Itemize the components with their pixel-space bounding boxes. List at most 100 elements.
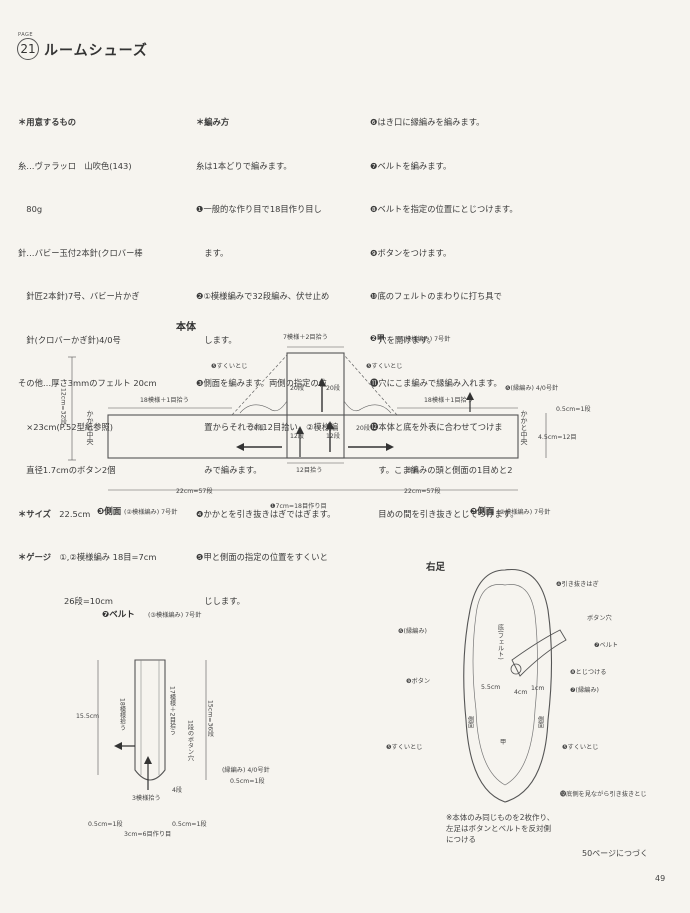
side-panel-outline xyxy=(107,414,519,459)
belt-title: ❼ベルト xyxy=(102,610,135,620)
belt-buttonhole-label: 1段のボタン穴 xyxy=(187,720,194,762)
size-row: ＊サイズ 22.5cm xyxy=(18,507,157,522)
method-line: ❷①模様編みで32段編み、伏せ止め xyxy=(196,291,330,301)
belt-cast-on: 3cm=6目作り目 xyxy=(124,830,171,838)
size-label: ＊サイズ xyxy=(18,508,51,519)
belt-edging-size: 0.5cm=1段 xyxy=(230,777,265,785)
method-line: じします。 xyxy=(196,595,245,606)
button-icon xyxy=(510,663,522,675)
materials-line: 直径1.7cmのボタン2個 xyxy=(18,465,116,475)
belt-pick3-label: 3模様拾う xyxy=(132,794,161,802)
right-foot-note: ※本体のみ同じものを2枚作り、左足はボタンとベルトを反対側につける xyxy=(446,813,555,844)
belt-outline xyxy=(134,659,166,781)
seam-line-right xyxy=(343,354,398,416)
row-count-12-left: 12段 xyxy=(290,432,304,440)
rf-edging-left: ❻(縁編み) xyxy=(398,627,427,635)
page-number-badge: 21 xyxy=(17,38,39,60)
rf-button-label: ❾ボタン xyxy=(406,677,430,685)
belt-edging-label: (縁編み) 4/0号針 xyxy=(222,766,270,774)
rf-buttonhole-label: ボタン穴 xyxy=(587,614,612,622)
belt-bottom-right: 0.5cm=1段 xyxy=(172,820,207,828)
rf-sew-label: ❽とじつける xyxy=(570,669,606,676)
top-pick-label: 7模様＋2目拾う xyxy=(283,333,328,341)
method-heading: ＊編み方 xyxy=(196,117,230,127)
belt-right-height: 15cm=36段 xyxy=(207,700,214,738)
method-line: ⓫穴にこま編みで縁編み入れます。 xyxy=(370,378,502,388)
side-label-right: ❸側面 xyxy=(470,506,495,517)
method-line: 置からそれぞれ12目拾い、②模様編 xyxy=(196,421,339,432)
materials-line: 糸…ヴァラッロ 山吹色(143) xyxy=(18,160,132,171)
rf-side-left: 側面 xyxy=(467,715,474,729)
width-right-label: 22cm=57段 xyxy=(404,487,441,495)
row-count-20-left: 20段 xyxy=(290,384,304,392)
method-line: ❺甲と側面の指定の位置をすくいと xyxy=(196,552,328,562)
rf-edging-right: ❼(縁編み) xyxy=(570,686,599,694)
stitch-curve-left xyxy=(239,400,288,414)
method-line: ❿底のフェルトのまわりに打ち具で xyxy=(370,291,502,301)
method-line: みで編みます。 xyxy=(196,465,262,475)
materials-line: ×23cm(P.52型紙参照) xyxy=(18,421,114,432)
width-left-label: 22cm=57段 xyxy=(176,487,213,495)
method-section-2: ❻はき口に縁編みを編みます。 ❼ベルトを編みます。 ❽ベルトを指定の位置にとじつ… xyxy=(370,86,519,536)
right-pick-label: 18模様＋1目拾う xyxy=(424,396,473,404)
materials-section: ＊用意するもの 糸…ヴァラッロ 山吹色(143) 80g 針…バビー玉付2本針(… xyxy=(18,86,157,623)
method-line: ⓬本体と底を外表に合わせてつけま xyxy=(370,421,503,432)
edging-label: ❻(縁編み) 4/0号針 xyxy=(505,384,558,392)
materials-line: 80g xyxy=(18,204,43,214)
page-title: ルームシューズ xyxy=(44,43,148,59)
page-number: 49 xyxy=(655,874,666,883)
heel-center-right: かかと中央 xyxy=(520,410,528,446)
belt-row4-label: 4段 xyxy=(172,786,182,794)
method-line: ❽ベルトを指定の位置にとじつけます。 xyxy=(370,204,518,214)
rf-instep-label: 甲 xyxy=(500,739,506,746)
heel-center-left: かかと中央 xyxy=(86,410,94,446)
method-line: ❾ボタンをつけます。 xyxy=(370,247,452,258)
belt-pick18-label: 18模様拾う xyxy=(119,698,126,731)
materials-line: 針匠2本針)7号、バビー片かぎ xyxy=(18,291,140,301)
continue-note: 50ページにつづく xyxy=(582,849,649,858)
belt-bottom-left: 0.5cm=1段 xyxy=(88,820,123,828)
row-count-20-small-right: 20段 xyxy=(356,424,370,432)
row-count-20-right: 20段 xyxy=(326,384,340,392)
rf-side-right: 側面 xyxy=(537,715,544,729)
page-label: PAGE xyxy=(18,32,34,38)
method-line: ❸側面を編みます。両側の指定の位 xyxy=(196,378,328,388)
method-line: ❹かかとを引き抜きはぎではぎます。 xyxy=(196,508,336,519)
belt-strap xyxy=(511,629,567,677)
body-diagram: 本体 7模様＋2目拾う ❷甲 (①模様編み) 7号針 ❺すくいとじ ❺すくいとじ… xyxy=(60,320,591,517)
method-line: ❶一般的な作り目で18目作り目し xyxy=(196,204,322,214)
method-line: 穴を開けます。 xyxy=(370,334,436,345)
method-line: 目めの間を引き抜きとじでつけます。 xyxy=(370,508,519,519)
right-height-large: 4.5cm=12目 xyxy=(538,434,577,441)
rf-sole-label: 底(フェルト) xyxy=(497,623,504,659)
sole-side-label: 底側 xyxy=(406,466,418,474)
method-line: 糸は1本どりで編みます。 xyxy=(196,160,292,171)
materials-heading: ＊用意するもの xyxy=(18,117,77,127)
gauge-row: ＊ゲージ ①,②模様編み 18目=7cm xyxy=(18,550,157,565)
right-foot-diagram: 右足 ❹引き抜きはぎ ボタン穴 ❼ベルト ❻(縁編み) 底(フェルト) ❽とじつ… xyxy=(386,561,647,803)
instep-panel-outline xyxy=(286,352,345,459)
gauge-row-2: 26段=10cm xyxy=(64,595,114,606)
rf-dim-55: 5.5cm xyxy=(481,684,500,691)
sole-outline xyxy=(472,584,538,786)
rf-sukui-right: ❺すくいとじ xyxy=(562,744,598,751)
belt-mid-label: 17模様＋2目拾う xyxy=(169,686,176,735)
pick-12-label: 12目拾う xyxy=(296,466,322,474)
rf-belt-label: ❼ベルト xyxy=(594,642,618,649)
right-foot-title: 右足 xyxy=(425,561,446,573)
belt-height-label: 15.5cm xyxy=(76,713,99,720)
method-section: ＊編み方 糸は1本どりで編みます。 ❶一般的な作り目で18目作り目し ます。 ❷… xyxy=(196,86,338,623)
stitch-curve-right xyxy=(343,400,392,414)
rf-dim-1: 1cm xyxy=(531,685,544,692)
right-height-small: 0.5cm=1段 xyxy=(556,405,591,413)
sukui-label-left: ❺すくいとじ xyxy=(211,363,247,370)
method-line: ます。 xyxy=(196,247,229,258)
shoe-outline xyxy=(463,568,553,803)
materials-line: 針…バビー玉付2本針(クロバー棒 xyxy=(18,247,143,258)
side-pattern-left: (②模様編み) 7号針 xyxy=(124,508,177,516)
method-line: します。 xyxy=(196,334,237,345)
method-line: す。こま編みの頭と側面の1目めと2 xyxy=(370,465,513,475)
gauge-label: ＊ゲージ xyxy=(18,552,52,562)
left-pick-label: 18模様＋1目拾う xyxy=(140,396,189,404)
gauge-value: ①,②模様編み 18目=7cm xyxy=(59,552,157,562)
